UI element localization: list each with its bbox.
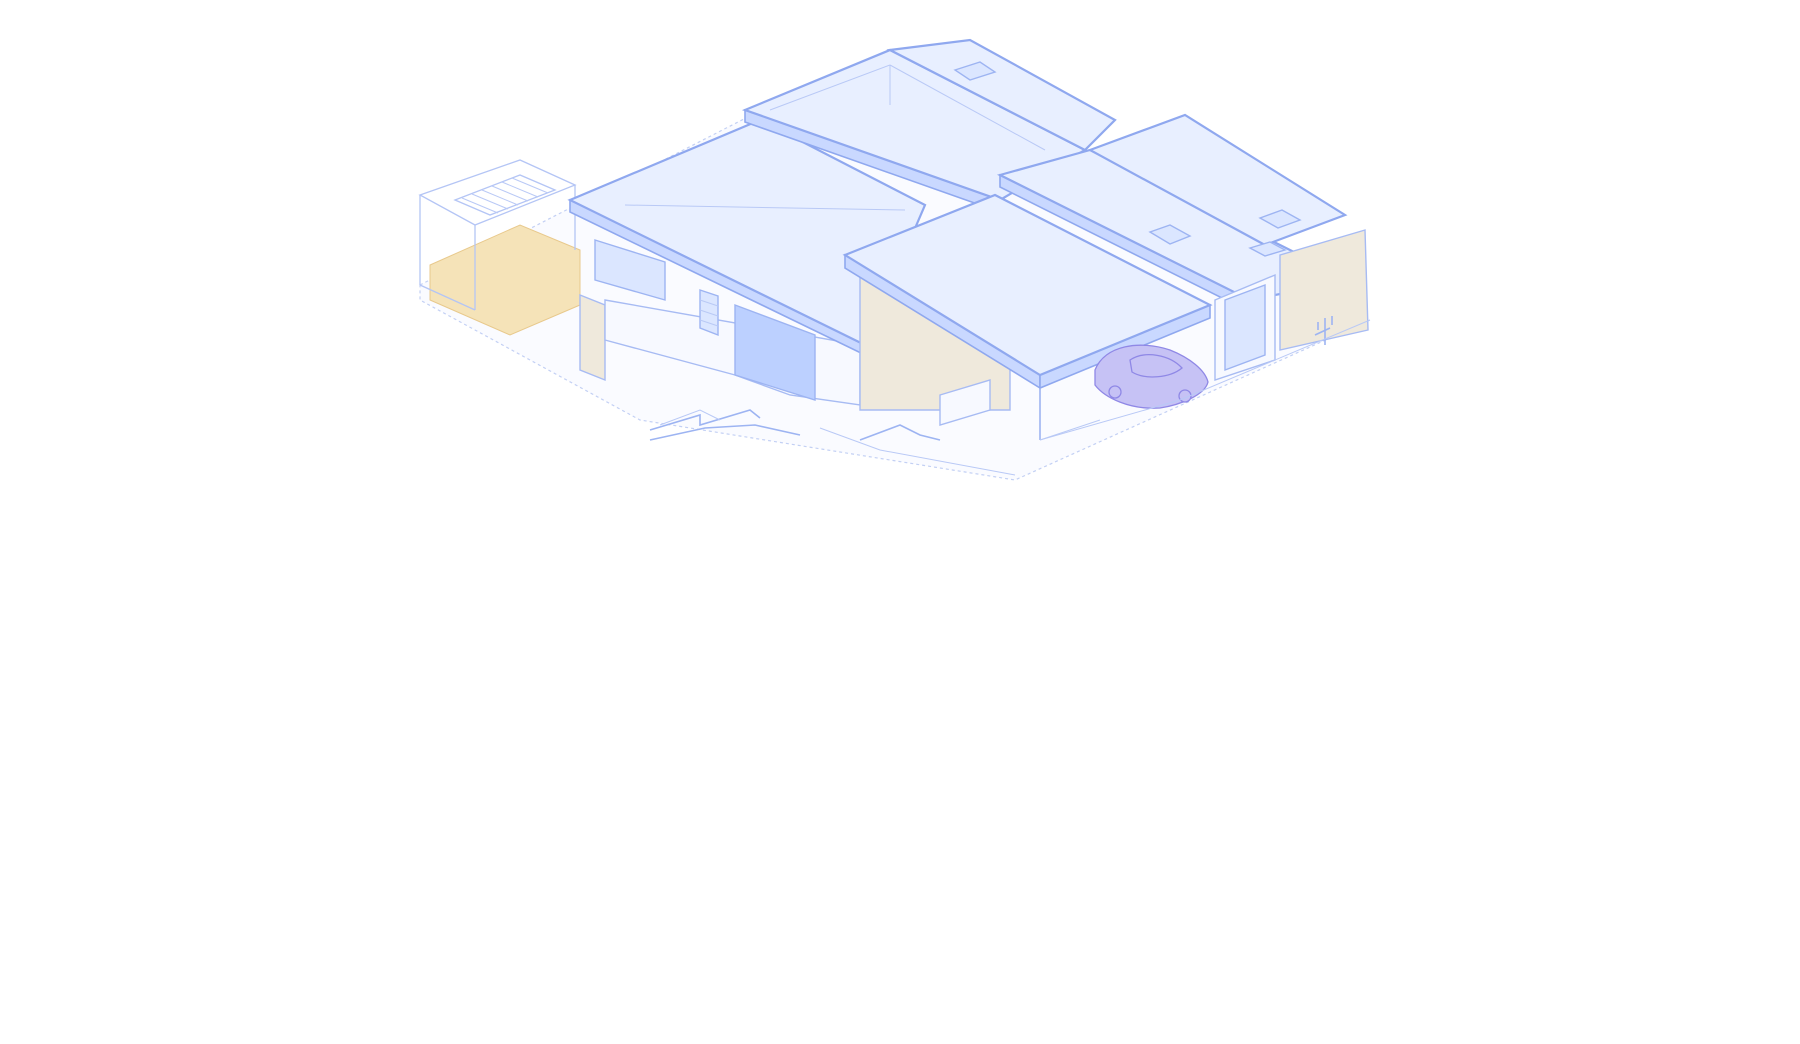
pergola bbox=[418, 159, 581, 336]
left-wing-window bbox=[594, 239, 666, 301]
skylight-middle bbox=[1148, 224, 1192, 245]
carport bbox=[842, 193, 1213, 441]
roof-left-top bbox=[567, 118, 927, 347]
right-stone-wall bbox=[1279, 229, 1369, 351]
skylight-back bbox=[953, 61, 997, 81]
cactus-plant bbox=[1317, 316, 1333, 345]
left-wing bbox=[579, 239, 861, 406]
pergola-roof bbox=[418, 159, 577, 226]
front-low-wall bbox=[939, 379, 991, 426]
car-icon bbox=[1094, 344, 1209, 409]
entry-wall bbox=[734, 303, 816, 401]
front-steps bbox=[649, 319, 1371, 476]
roof-back-top bbox=[886, 38, 1117, 152]
skylight-right-lower bbox=[1248, 241, 1287, 257]
car-wheel-front bbox=[1108, 385, 1122, 399]
cactus-icon bbox=[1314, 327, 1331, 336]
skylight-right bbox=[1258, 209, 1302, 229]
roof-far-right bbox=[1087, 113, 1348, 257]
left-column bbox=[579, 293, 606, 382]
pergola-slats bbox=[453, 174, 557, 216]
carport-roof-top bbox=[842, 193, 1213, 377]
roof-back bbox=[886, 38, 1117, 152]
car-cabin bbox=[1129, 354, 1183, 378]
roof-left bbox=[567, 118, 927, 357]
right-wing bbox=[1214, 229, 1369, 381]
right-entry-door bbox=[1224, 283, 1266, 372]
